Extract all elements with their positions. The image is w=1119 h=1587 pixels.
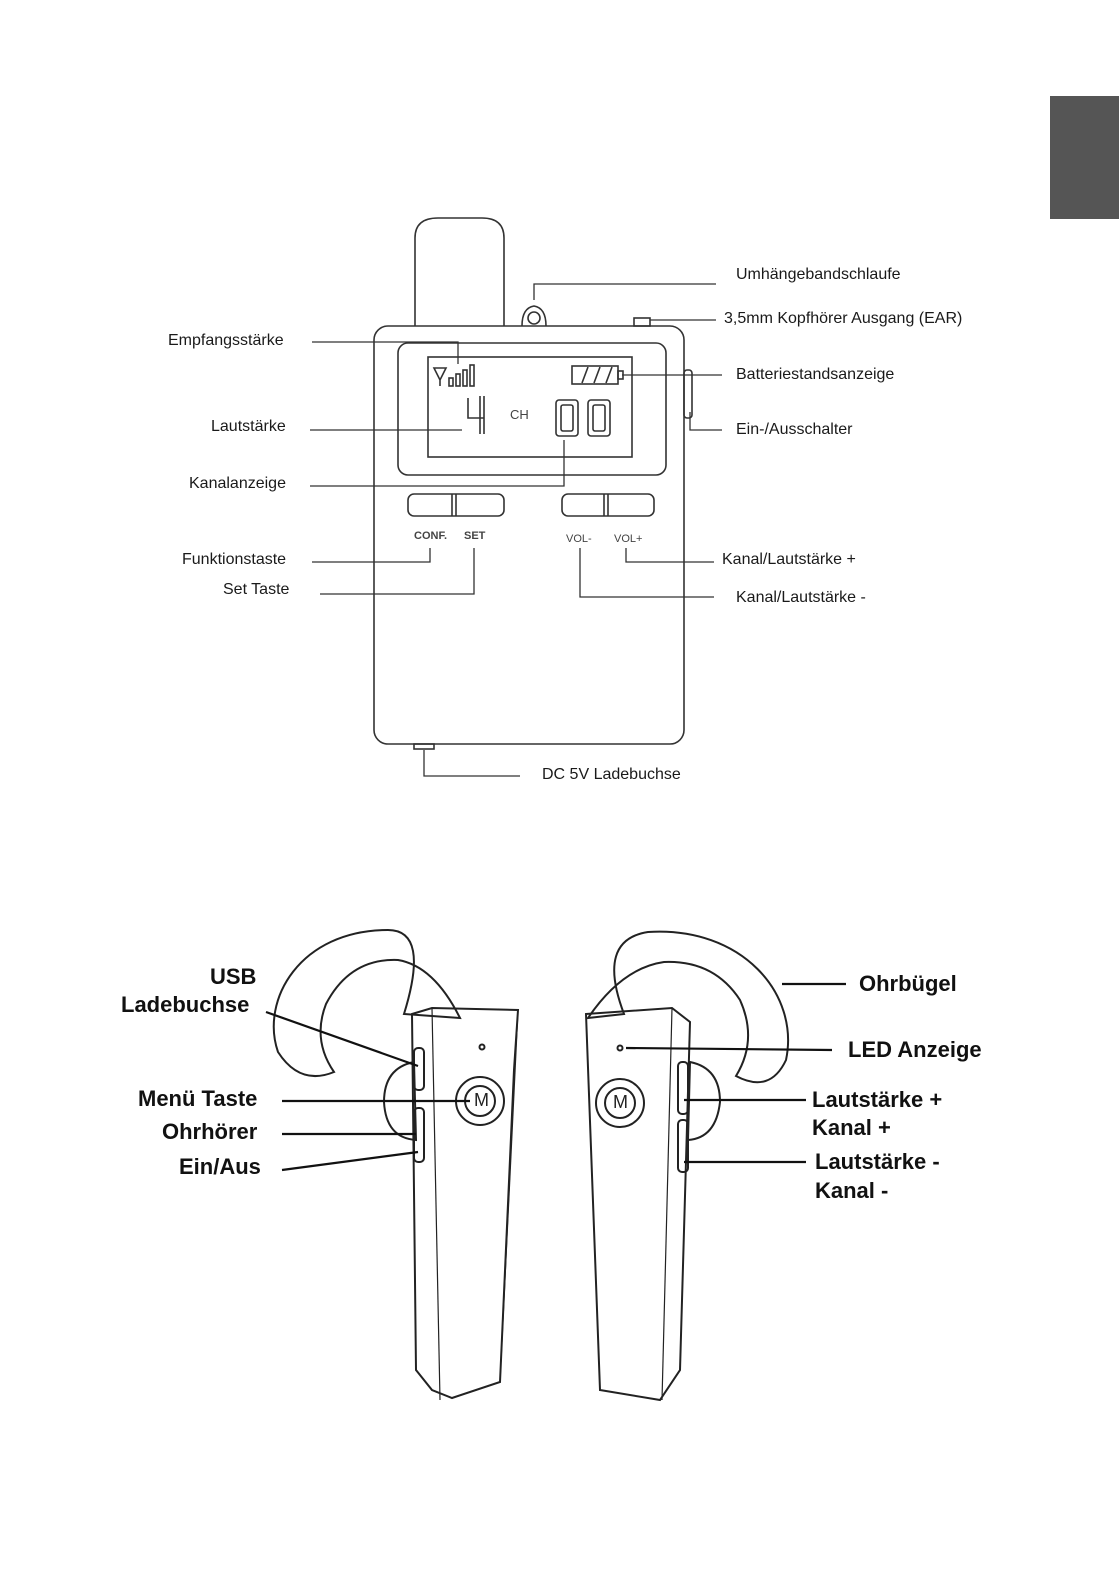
label-usb-ladebuchse: Ladebuchse — [121, 992, 250, 1017]
antenna-shape — [414, 217, 505, 326]
channel-digit-1 — [555, 399, 579, 437]
earpiece-drawings — [272, 928, 789, 1402]
earpiece-leader-lines — [265, 982, 846, 1172]
label-kopfhoerer: 3,5mm Kopfhörer Ausgang (EAR) — [724, 310, 963, 327]
right-led-dot — [616, 1044, 624, 1052]
channel-digit-2 — [587, 399, 611, 437]
label-laut-minus: Lautstärke - — [815, 1149, 940, 1174]
lanyard-loop — [521, 305, 547, 327]
conf-button-label: CONF. — [414, 530, 447, 542]
label-schalter: Ein-/Ausschalter — [736, 421, 853, 438]
right-ear-hook — [585, 930, 789, 1084]
right-m-letter: M — [613, 1092, 628, 1112]
dc-jack — [413, 743, 435, 750]
signal-antenna-icon — [432, 367, 448, 386]
label-kanalanzeige: Kanalanzeige — [189, 475, 286, 492]
set-button-label: SET — [464, 530, 486, 542]
receiver-body — [373, 325, 685, 745]
ear-jack — [633, 317, 651, 327]
label-umhaengeband: Umhängebandschlaufe — [736, 266, 901, 283]
left-ear-hook — [272, 928, 462, 1077]
label-kanal-plus: Kanal/Lautstärke + — [722, 551, 856, 568]
label-ladebuchse: DC 5V Ladebuchse — [542, 766, 681, 783]
lcd-screen — [427, 356, 633, 458]
receiver-drawing — [373, 217, 693, 750]
label-led-anzeige: LED Anzeige — [848, 1037, 982, 1062]
label-menu-taste: Menü Taste — [138, 1086, 258, 1111]
left-led-dot — [478, 1043, 486, 1051]
power-switch — [683, 369, 693, 419]
right-vol-minus-button — [677, 1119, 689, 1173]
vol-minus-label: VOL- — [566, 533, 592, 545]
label-funktion: Funktionstaste — [182, 551, 287, 568]
right-menu-button — [595, 1078, 645, 1128]
label-ein-aus: Ein/Aus — [179, 1154, 261, 1179]
label-kanal-plus-ear: Kanal + — [812, 1115, 891, 1140]
label-set-taste: Set Taste — [223, 581, 290, 598]
label-kanal-minus: Kanal/Lautstärke - — [736, 589, 866, 606]
lcd-channel-label: CH — [510, 407, 529, 422]
label-batterie: Batteriestandsanzeige — [736, 366, 895, 383]
left-m-letter: M — [474, 1090, 489, 1110]
label-lautstaerke: Lautstärke — [211, 418, 286, 435]
right-earpiece-bud — [686, 1060, 722, 1142]
label-kanal-minus-ear: Kanal - — [815, 1178, 889, 1203]
label-laut-plus: Lautstärke + — [812, 1087, 943, 1112]
volume-digit — [467, 396, 485, 434]
label-usb: USB — [210, 964, 257, 989]
label-ohrhoerer: Ohrhörer — [162, 1119, 258, 1144]
lcd-frame — [397, 342, 667, 476]
receiver-leader-lines — [310, 283, 722, 777]
vol-plus-label: VOL+ — [614, 533, 643, 545]
left-usb-port — [413, 1047, 425, 1091]
label-empfang: Empfangsstärke — [168, 332, 284, 349]
right-vol-plus-button — [677, 1061, 689, 1115]
label-ohrbuegel: Ohrbügel — [859, 971, 957, 996]
chapter-tab — [1050, 96, 1119, 219]
right-earpiece-body — [584, 1006, 692, 1402]
